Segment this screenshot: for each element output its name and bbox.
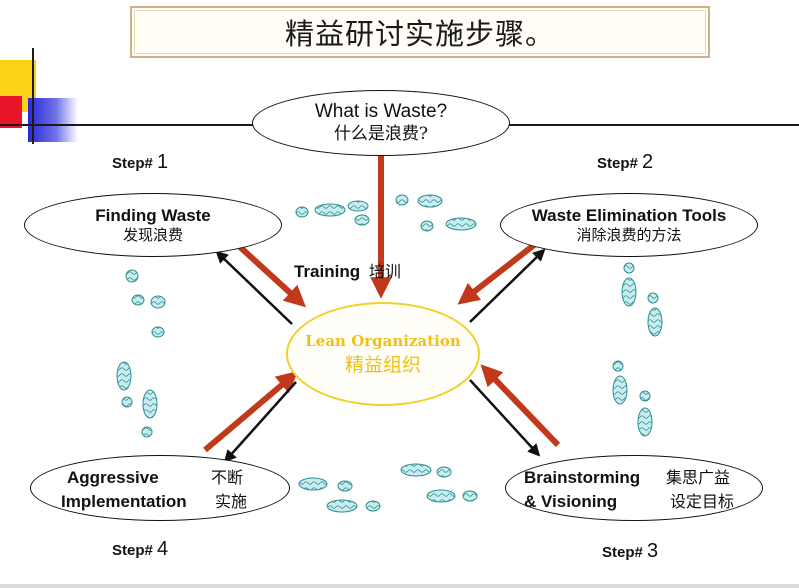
footprint (298, 477, 328, 491)
footprint (647, 292, 659, 304)
footprint (417, 194, 443, 208)
step4-cn-line2: 实施 (215, 492, 248, 511)
step3-cn-line1: 集思广益 (666, 468, 731, 487)
step3-number: 3 (647, 540, 659, 562)
arrow-step2-to-center (457, 235, 545, 305)
footprint (400, 463, 432, 477)
footprint (426, 489, 456, 503)
footprint (142, 389, 158, 419)
node-lean-organization-cn: 精益组织 (344, 353, 421, 376)
footprint (347, 200, 369, 212)
arrow-step4-to-center (203, 371, 299, 453)
arrow-step1-to-center (237, 244, 306, 308)
corner-vertical-line (32, 48, 34, 144)
footprint (337, 480, 353, 492)
footprint (365, 500, 381, 512)
step3-label-text: Step# (602, 544, 643, 561)
page-title: 精益研讨实施步骤。 (284, 17, 555, 51)
footprint (612, 375, 628, 405)
training-label: Training 培训 (294, 258, 401, 282)
training-label-cn: 培训 (368, 262, 401, 281)
footprint (125, 269, 139, 283)
node-finding-waste-cn: 发现浪费 (122, 226, 183, 245)
node-what-is-waste: What is Waste? 什么是浪费? (252, 90, 510, 156)
step3-label: Step# 3 (602, 540, 658, 563)
footprint (462, 490, 478, 502)
title-banner: 精益研讨实施步骤。 (130, 6, 710, 58)
node-waste-elimination-tools-en: Waste Elimination Tools (531, 205, 727, 225)
footprint (121, 396, 133, 408)
step3-en-line2: & Visioning (524, 492, 618, 511)
arrow-center-to-step4 (223, 381, 297, 463)
node-lean-organization-en: Lean Organization (305, 331, 461, 350)
footprints (116, 194, 663, 513)
footprint (637, 407, 653, 437)
step1-label-text: Step# (112, 155, 153, 172)
node-what-is-waste-en: What is Waste? (314, 101, 448, 123)
corner-decoration-blue (28, 98, 78, 142)
footprint (612, 360, 624, 372)
arrow-center-to-step2 (469, 248, 546, 323)
footprint (436, 466, 452, 478)
footprint (420, 220, 434, 232)
step2-label: Step# 2 (597, 151, 653, 174)
footprint (314, 203, 346, 217)
footprint (639, 390, 651, 402)
node-finding-waste-en: Finding Waste (95, 205, 211, 225)
footprint (150, 295, 166, 309)
step2-label-text: Step# (597, 155, 638, 172)
step3-en-line1: Brainstorming (524, 468, 641, 487)
footprint (131, 294, 145, 306)
step4-en-line1: Aggressive (67, 468, 159, 487)
footprint (623, 262, 635, 274)
step1-label: Step# 1 (112, 151, 168, 174)
footprint (354, 214, 370, 226)
arrow-center-to-step1 (215, 250, 293, 325)
node-waste-elimination-tools: Waste Elimination Tools 消除浪费的方法 (500, 193, 758, 257)
corner-decoration-red (0, 96, 22, 128)
arrow-center-to-step3 (469, 379, 541, 457)
training-label-en: Training (294, 262, 361, 281)
node-brainstorming-visioning: Brainstorming 集思广益 & Visioning 设定目标 (505, 455, 763, 521)
footprint (295, 206, 309, 218)
step3-cn-line2: 设定目标 (670, 492, 735, 511)
node-aggressive-implementation: Aggressive 不断 Implementation 实施 (30, 455, 290, 521)
step4-cn-line1: 不断 (211, 468, 244, 487)
step4-label-text: Step# (112, 542, 153, 559)
footprint (445, 217, 477, 231)
arrow-step3-to-center (480, 364, 561, 448)
footprint (326, 499, 358, 513)
step4-en-line2: Implementation (61, 492, 187, 511)
footer-line (0, 584, 799, 588)
node-waste-elimination-tools-cn: 消除浪费的方法 (576, 226, 682, 245)
step2-number: 2 (642, 151, 654, 173)
footprint (647, 307, 663, 337)
step1-number: 1 (157, 151, 169, 173)
footprint (621, 277, 637, 307)
footprint (151, 326, 165, 338)
step4-label: Step# 4 (112, 538, 168, 561)
step4-number: 4 (157, 538, 169, 560)
footprint (141, 426, 153, 438)
footprint (116, 361, 132, 391)
node-lean-organization: Lean Organization 精益组织 (286, 302, 480, 406)
footprint (395, 194, 409, 206)
node-finding-waste: Finding Waste 发现浪费 (24, 193, 282, 257)
node-what-is-waste-cn: 什么是浪费? (333, 124, 429, 145)
